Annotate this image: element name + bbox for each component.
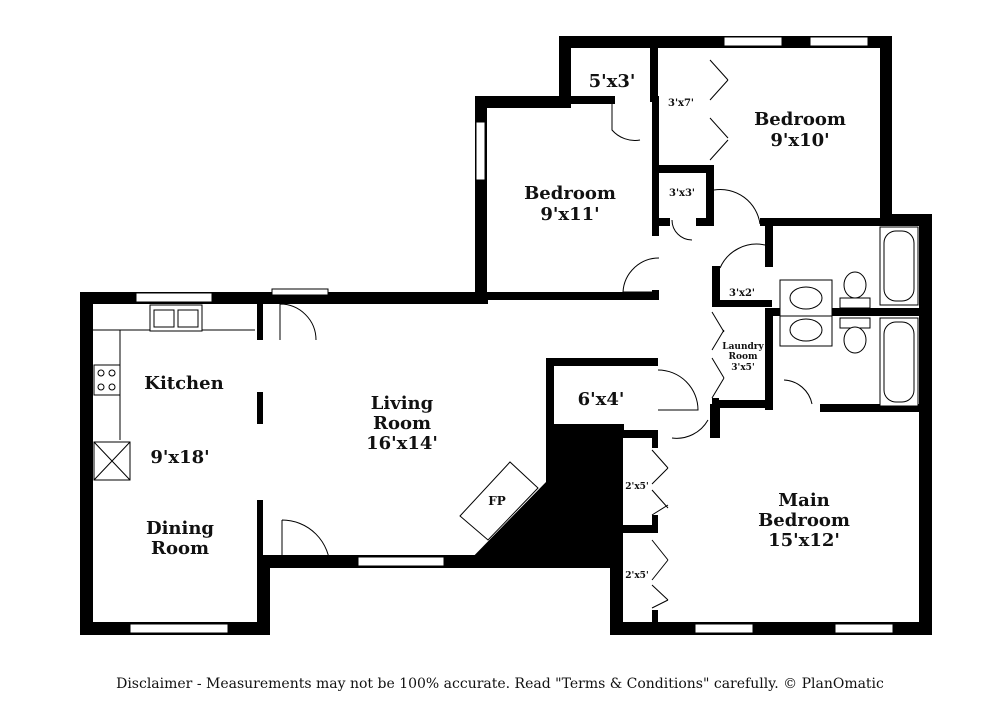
living-name-2: Room — [373, 413, 431, 434]
fireplace — [459, 461, 539, 541]
doors — [279, 59, 813, 609]
toilet-icon — [839, 297, 871, 309]
room-labels: Bedroom 9'x10' 5'x3' 3'x7' 3'x3' Bedroom… — [144, 71, 850, 581]
closet-3x3-size: 3'x3' — [669, 188, 695, 199]
main-bedroom-size: 15'x12' — [768, 530, 840, 551]
bedroom-ne-name: Bedroom — [754, 109, 846, 130]
dining-name-2: Room — [151, 538, 209, 559]
chimney-block — [462, 430, 616, 568]
interior-walls — [257, 42, 925, 624]
closet-3x2-size: 3'x2' — [729, 288, 755, 299]
closet-5x3-size: 5'x3' — [589, 71, 636, 92]
closet-6x4-size: 6'x4' — [578, 389, 625, 410]
disclaimer-text: Disclaimer - Measurements may not be 100… — [116, 676, 884, 692]
main-bedroom-name-2: Bedroom — [758, 510, 850, 531]
windows — [129, 36, 894, 634]
stove-icon — [93, 364, 121, 396]
living-size: 16'x14' — [366, 433, 438, 454]
laundry-name-1: Laundry — [722, 342, 764, 352]
main-bedroom-name-1: Main — [778, 490, 830, 511]
dining-name-1: Dining — [146, 518, 214, 539]
laundry-name-2: Room — [728, 352, 757, 362]
kitchen-name: Kitchen — [144, 373, 223, 394]
fireplace-label: FP — [488, 494, 506, 508]
bedroom-n-size: 9'x11' — [540, 204, 599, 225]
closet-2x5-b-size: 2'x5' — [625, 571, 648, 581]
fixtures — [93, 226, 919, 481]
laundry-size: 3'x5' — [731, 363, 754, 373]
living-name-1: Living — [371, 393, 434, 414]
bedroom-ne-size: 9'x10' — [770, 130, 829, 151]
closet-3x7-size: 3'x7' — [668, 98, 694, 109]
closet-2x5-a-size: 2'x5' — [625, 482, 648, 492]
bedroom-n-name: Bedroom — [524, 183, 616, 204]
kitchen-size: 9'x18' — [150, 447, 209, 468]
